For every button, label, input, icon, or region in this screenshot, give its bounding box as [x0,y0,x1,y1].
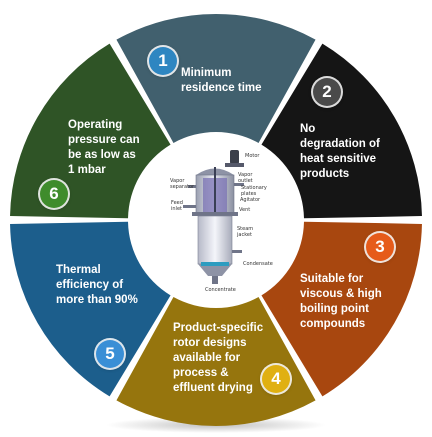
label-concentrate: Concentrate [205,287,236,293]
segment-4-text: Product-specific rotor designs available… [173,322,264,394]
segment-2-text: No degradation of heat sensitive product… [300,123,380,180]
segment-6-number-badge: 6 [40,180,68,208]
segment-2-wedge [261,43,422,219]
label-agitator: Agitator [240,197,261,203]
evaporator-illustration [183,150,244,284]
label-vent: Vent [239,207,251,213]
label-motor: Motor [245,153,260,159]
segment-6-wedge [10,43,171,219]
segments-layer [10,13,422,427]
segment-1-wedge [116,13,316,143]
label-feed-inlet: Feed inlet [171,200,183,212]
steam-jacket-shape [197,215,233,265]
segment-3-number-badge: 3 [366,233,394,261]
segment-5-wedge [10,221,171,397]
label-steam-jacket: Steam jacket [237,226,254,238]
segment-4-wedge [116,297,316,427]
label-stationary-plates: Stationary plates [241,185,267,197]
label-vapor-separator: Vapor separator [170,178,195,190]
segment-6-text: Operating pressure can be as low as 1 mb… [68,119,140,176]
label-vapor-outlet: Vapor outlet [238,172,253,184]
segment-1-number-badge: 1 [149,47,177,75]
segment-5-text: Thermal efficiency of more than 90% [56,264,138,306]
motor-shape [230,150,239,164]
segment-3-text: Suitable for viscous & high boiling poin… [300,273,382,330]
segment-4-number-badge: 4 [262,365,290,393]
segment-5-number-badge: 5 [96,340,124,368]
segment-1-text: Minimum residence time [181,67,262,94]
concentrate-outlet [212,276,218,284]
label-condensate: Condensate [243,261,273,267]
segment-3-wedge [261,221,422,397]
segment-2-number-badge: 2 [313,78,341,106]
